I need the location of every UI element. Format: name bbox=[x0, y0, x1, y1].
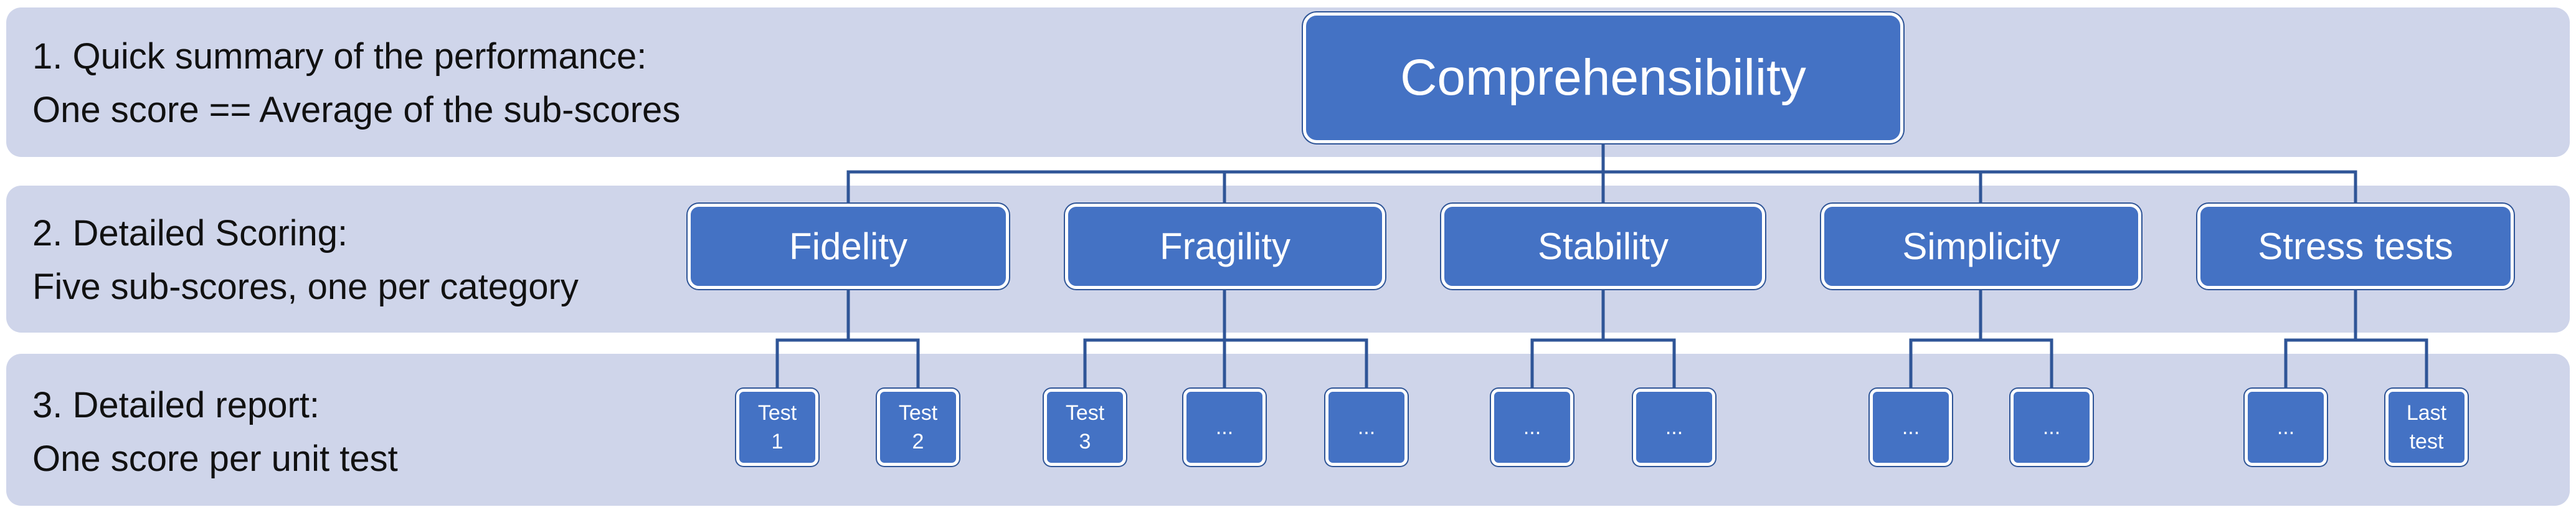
test-label-line1: Test bbox=[898, 401, 938, 425]
test-label-line1: ... bbox=[1215, 415, 1234, 439]
test-label-line1: ... bbox=[2276, 415, 2295, 439]
test-label-line2: 3 bbox=[1079, 430, 1091, 453]
node-fidelity: Fidelity bbox=[688, 204, 1009, 289]
node-test-2: Test 2 bbox=[877, 389, 959, 466]
node-label: Stress tests bbox=[2258, 225, 2453, 267]
test-label-line1: ... bbox=[2042, 415, 2061, 439]
level-band-summary: 1. Quick summary of the performance: One… bbox=[6, 7, 2570, 157]
node-label: Simplicity bbox=[1902, 225, 2060, 267]
node-test-ellipsis: ... bbox=[2010, 389, 2093, 466]
node-test-3: Test 3 bbox=[1044, 389, 1126, 466]
node-test-ellipsis: ... bbox=[1183, 389, 1266, 466]
level-description-summary: 1. Quick summary of the performance: One… bbox=[32, 30, 680, 137]
node-fragility: Fragility bbox=[1065, 204, 1385, 289]
node-test-ellipsis: ... bbox=[1870, 389, 1952, 466]
test-label-line1: Test bbox=[1065, 401, 1105, 425]
level-subtitle: Five sub-scores, one per category bbox=[32, 267, 579, 307]
node-stability: Stability bbox=[1441, 204, 1765, 289]
node-test-ellipsis: ... bbox=[1633, 389, 1715, 466]
test-label-line2: 2 bbox=[912, 430, 924, 453]
connector-fragility-tests bbox=[1083, 287, 1368, 391]
node-label: Stability bbox=[1537, 225, 1669, 267]
node-comprehensibility: Comprehensibility bbox=[1303, 12, 1903, 143]
level-subtitle: One score == Average of the sub-scores bbox=[32, 90, 681, 130]
node-label: Fidelity bbox=[788, 225, 908, 267]
connector-root-to-categories bbox=[846, 141, 2357, 206]
test-label-line1: ... bbox=[1901, 415, 1920, 439]
level-description-report: 3. Detailed report: One score per unit t… bbox=[32, 379, 398, 486]
connector-simplicity-tests bbox=[1909, 287, 2053, 391]
node-label: Fragility bbox=[1159, 225, 1291, 267]
test-label-line1: ... bbox=[1357, 415, 1376, 439]
node-test-ellipsis: ... bbox=[1325, 389, 1408, 466]
node-simplicity: Simplicity bbox=[1821, 204, 2141, 289]
level-band-report: 3. Detailed report: One score per unit t… bbox=[6, 354, 2570, 506]
test-label-line2: test bbox=[2409, 430, 2444, 453]
test-label-line1: Test bbox=[757, 401, 797, 425]
connector-fidelity-tests bbox=[775, 287, 920, 391]
test-label-line1: ... bbox=[1665, 415, 1683, 439]
connector-stability-tests bbox=[1530, 287, 1676, 391]
node-label: Comprehensibility bbox=[1400, 49, 1806, 106]
level-title: 2. Detailed Scoring: bbox=[32, 213, 348, 254]
level-subtitle: One score per unit test bbox=[32, 439, 398, 479]
node-stress-tests: Stress tests bbox=[2197, 204, 2514, 289]
connector-stress-tests bbox=[2284, 287, 2428, 391]
level-title: 3. Detailed report: bbox=[32, 385, 320, 425]
node-test-1: Test 1 bbox=[736, 389, 818, 466]
test-label-line1: Last bbox=[2406, 401, 2447, 425]
test-label-line2: 1 bbox=[771, 430, 784, 453]
test-label-line1: ... bbox=[1523, 415, 1541, 439]
node-test-ellipsis: ... bbox=[2245, 389, 2327, 466]
node-test-last: Last test bbox=[2385, 389, 2468, 466]
node-test-ellipsis: ... bbox=[1491, 389, 1573, 466]
level-title: 1. Quick summary of the performance: bbox=[32, 36, 647, 77]
level-description-scoring: 2. Detailed Scoring: Five sub-scores, on… bbox=[32, 207, 579, 314]
